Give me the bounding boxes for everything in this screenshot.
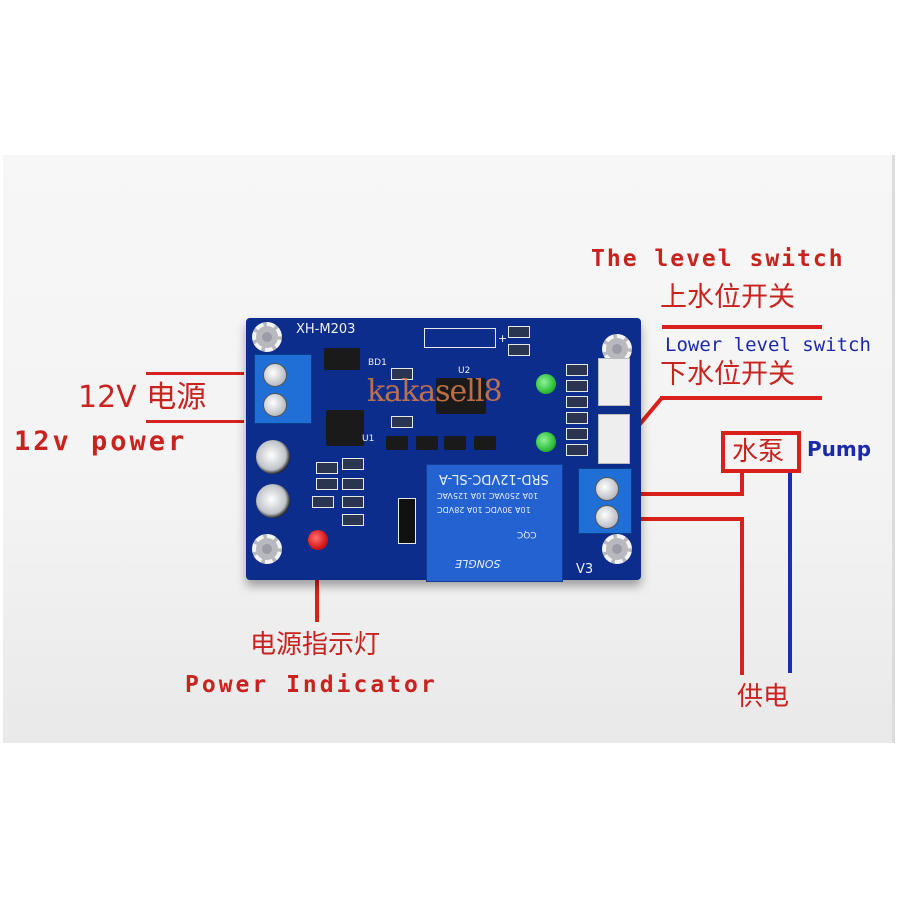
smd-component	[566, 412, 588, 424]
relay-songle: SRD-12VDC-SL-A 10A 250VAC 10A 125VAC 10A…	[426, 464, 563, 582]
power-label-en: 12v power	[14, 426, 188, 457]
terminal-screw	[595, 477, 619, 501]
transistor	[444, 436, 466, 450]
pump-label-en: Pump	[807, 437, 872, 461]
electrolytic-capacitor	[256, 440, 290, 474]
transistor	[386, 436, 408, 450]
watermark-text: kakasell8	[367, 374, 503, 409]
smd-component	[508, 344, 530, 356]
smd-component	[566, 364, 588, 376]
relay-rating-1: 10A 250VAC 10A 125VAC	[437, 491, 539, 500]
indicator-leader-line	[315, 560, 319, 622]
upper-switch-label-en: The level switch	[591, 246, 845, 272]
upper-switch-leader-line	[662, 325, 822, 329]
pump-label-cn: 水泵	[732, 437, 785, 467]
indicator-label-en: Power Indicator	[185, 672, 438, 698]
mount-hole	[252, 322, 282, 352]
relay-model: SRD-12VDC-SL-A	[439, 471, 549, 486]
pump-leader-horizontal	[628, 492, 744, 496]
diode-d1	[398, 498, 416, 544]
smd-component	[566, 444, 588, 456]
board-model-label: XH-M203	[296, 322, 356, 337]
smd-component	[316, 462, 338, 474]
relay-brand: SONGLE	[455, 557, 501, 570]
upper-level-connector	[598, 358, 630, 406]
green-led-upper	[536, 374, 556, 394]
board-version-label: V3	[576, 562, 594, 577]
smd-component	[566, 428, 588, 440]
smd-component	[312, 496, 334, 508]
pump-leader-vertical	[740, 472, 744, 494]
electrolytic-capacitor	[256, 484, 290, 518]
smd-component	[391, 416, 413, 428]
ic-u2	[436, 378, 486, 414]
indicator-label-cn: 电源指示灯	[250, 630, 381, 660]
transistor	[474, 436, 496, 450]
green-led-lower	[536, 432, 556, 452]
smd-component	[566, 380, 588, 392]
supply-leader-vertical-red	[740, 517, 744, 675]
pump-terminal-block	[578, 468, 632, 534]
power-label-cn: 12V 电源	[78, 380, 207, 415]
relay-cert: CQC	[517, 529, 537, 539]
terminal-screw	[595, 505, 619, 529]
lower-level-connector	[598, 414, 630, 464]
silk-label: U2	[458, 366, 471, 376]
mount-hole	[252, 534, 282, 564]
pin-header	[424, 328, 496, 348]
terminal-screw	[263, 363, 287, 387]
relay-rating-2: 10A 30VDC 10A 28VDC	[437, 505, 531, 514]
pump-box: 水泵	[721, 431, 801, 473]
photo-edge	[892, 155, 895, 743]
power-leader-top	[146, 372, 244, 375]
lower-switch-label-en: Lower level switch	[665, 334, 871, 356]
power-terminal-block	[254, 354, 312, 424]
silk-label: BD1	[368, 358, 387, 368]
mount-hole	[602, 534, 632, 564]
supply-label-cn: 供电	[737, 682, 790, 712]
smd-component	[342, 458, 364, 470]
smd-component	[342, 496, 364, 508]
terminal-screw	[263, 393, 287, 417]
power-leader-bottom	[146, 420, 244, 423]
supply-leader-horizontal	[626, 517, 744, 521]
red-power-led	[308, 530, 328, 550]
lower-switch-leader-line	[660, 396, 822, 400]
smd-component	[342, 478, 364, 490]
upper-switch-label-cn: 上水位开关	[660, 282, 795, 313]
pin-header-plus: +	[498, 332, 508, 345]
smd-component	[391, 368, 413, 380]
bridge-rectifier-chip	[324, 348, 360, 370]
silk-label: U1	[362, 434, 375, 444]
smd-component	[508, 326, 530, 338]
smd-component	[566, 396, 588, 408]
smd-component	[316, 478, 338, 490]
voltage-regulator-chip	[326, 410, 364, 446]
lower-switch-label-cn: 下水位开关	[660, 359, 795, 390]
transistor	[416, 436, 438, 450]
supply-leader-vertical-blue	[788, 473, 792, 673]
smd-component	[342, 514, 364, 526]
